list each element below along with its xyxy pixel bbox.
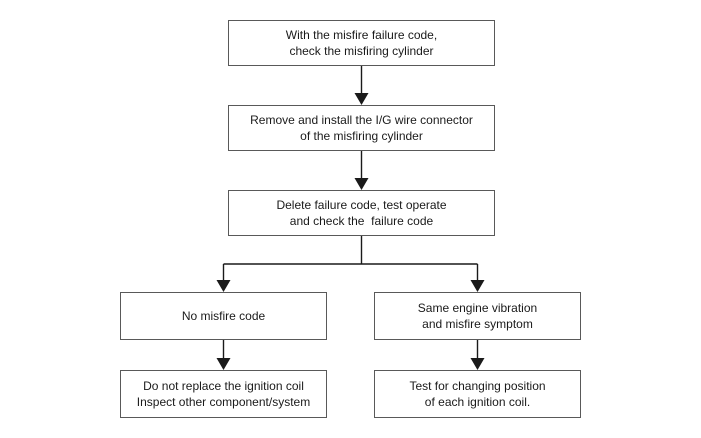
node-label: Delete failure code, test operate and ch…: [276, 198, 447, 228]
node-label: Test for changing position of each ignit…: [409, 379, 546, 409]
node-check-misfiring-cylinder: With the misfire failure code, check the…: [228, 20, 495, 66]
node-no-misfire-code: No misfire code: [120, 292, 327, 340]
node-label: Same engine vibration and misfire sympto…: [417, 301, 538, 331]
arrow-down-icon: [354, 178, 369, 190]
node-do-not-replace-ignition-coil: Do not replace the ignition coil Inspect…: [120, 370, 327, 418]
node-label: Remove and install the I/G wire connecto…: [250, 113, 473, 143]
node-same-engine-vibration: Same engine vibration and misfire sympto…: [374, 292, 581, 340]
node-remove-install-wire-connector: Remove and install the I/G wire connecto…: [228, 105, 495, 151]
node-test-changing-position: Test for changing position of each ignit…: [374, 370, 581, 418]
node-label: With the misfire failure code, check the…: [285, 28, 438, 58]
node-delete-failure-code: Delete failure code, test operate and ch…: [228, 190, 495, 236]
arrow-down-icon: [470, 358, 485, 370]
arrow-down-icon: [470, 280, 485, 292]
arrow-down-icon: [216, 280, 231, 292]
arrow-down-icon: [216, 358, 231, 370]
arrow-down-icon: [354, 93, 369, 105]
node-label: No misfire code: [181, 309, 266, 323]
node-label: Do not replace the ignition coil Inspect…: [136, 379, 311, 409]
